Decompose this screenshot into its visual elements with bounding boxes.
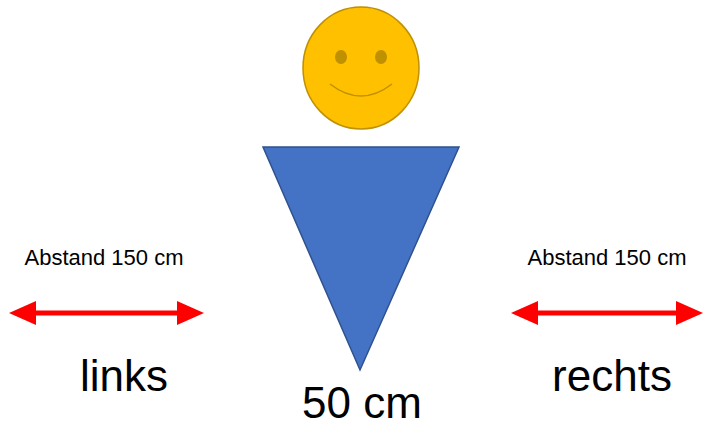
eye: [335, 50, 347, 64]
smiley-head: [303, 7, 419, 129]
distance-label: Abstand 150 cm: [25, 247, 184, 269]
distance-label: Abstand 150 cm: [528, 247, 687, 269]
eye: [375, 50, 387, 64]
left-arrow: [9, 301, 204, 325]
side-label: rechts: [552, 354, 672, 398]
width-label: 50 cm: [302, 381, 422, 425]
body-triangle: [263, 147, 459, 370]
side-label: links: [80, 354, 168, 398]
right-arrow: [511, 301, 703, 325]
smile: [330, 84, 392, 96]
